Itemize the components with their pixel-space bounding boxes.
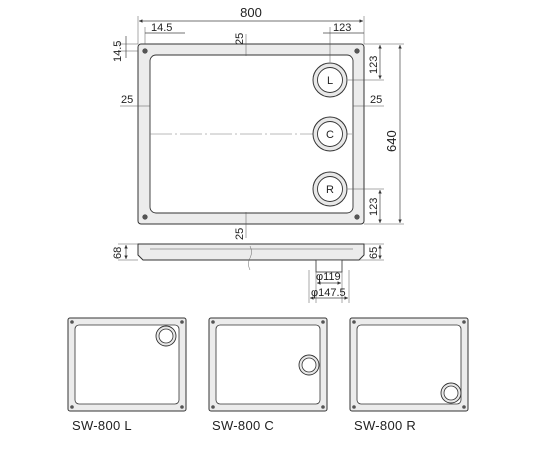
hole-R: R [312, 171, 348, 207]
dim-top-offset: 14.5 [112, 41, 124, 62]
variant-label-l: SW-800 L [72, 418, 132, 433]
dim-overall-width: 800 [240, 5, 262, 20]
dim-height-right: 65 [368, 247, 380, 259]
hole-label-c: C [326, 129, 334, 141]
dim-height-left: 68 [112, 247, 124, 259]
dim-rim-top: 25 [234, 33, 246, 45]
hole-C: C [312, 116, 348, 152]
hole-label-r: R [326, 184, 334, 196]
side-view: φ119 φ147.5 68 65 [112, 243, 384, 303]
variant-l: SW-800 L [67, 317, 187, 433]
variant-label-r: SW-800 R [354, 418, 416, 433]
variant-c: SW-800 C [208, 317, 328, 433]
dim-rim-right: 25 [370, 94, 382, 106]
dim-overall-height: 640 [384, 130, 399, 152]
hole-label-l: L [327, 75, 333, 87]
variant-r: SW-800 R [349, 317, 469, 433]
dim-hole-offset-bottom: 123 [368, 198, 380, 216]
dim-hole-offset-right: 123 [333, 22, 351, 34]
hole-L: L [312, 62, 348, 98]
dim-rim-bottom: 25 [234, 228, 246, 240]
dim-drain-outer: φ147.5 [311, 287, 346, 299]
corner-screws [142, 48, 360, 220]
variant-label-c: SW-800 C [212, 418, 274, 433]
dim-left-offset: 14.5 [151, 22, 172, 34]
side-profile [137, 243, 365, 261]
dim-rim-left: 25 [121, 94, 133, 106]
top-view: L C R 800 14.5 123 25 14.5 [112, 5, 404, 240]
dim-drain-inner: φ119 [316, 271, 341, 283]
dim-hole-offset-top: 123 [368, 56, 380, 74]
